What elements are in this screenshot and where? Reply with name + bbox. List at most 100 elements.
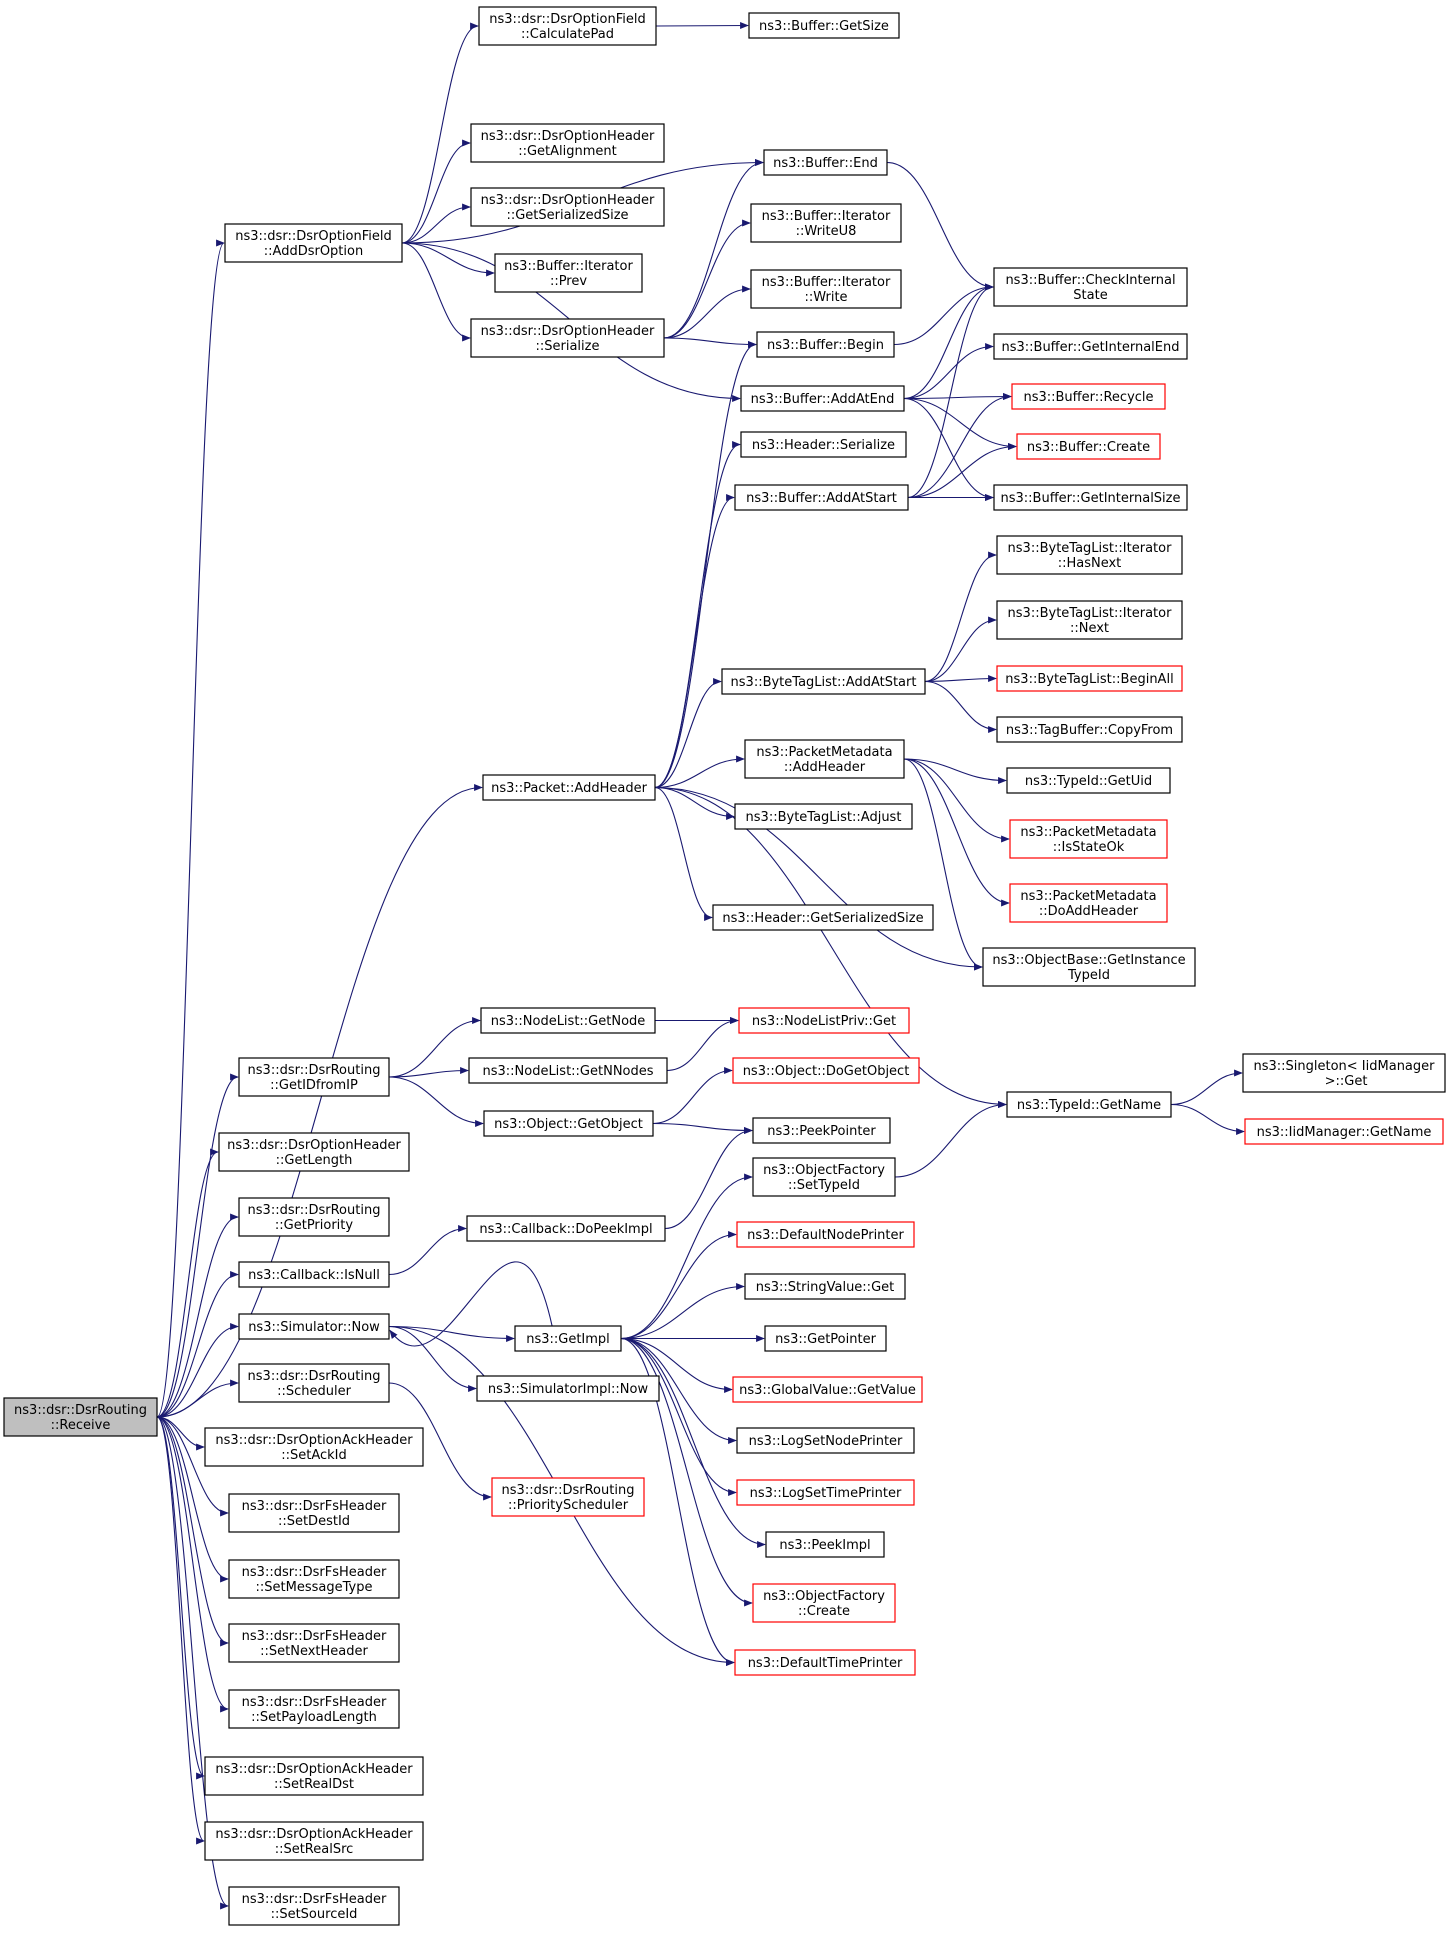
function-node[interactable]: ns3::dsr::DsrFsHeader::SetNextHeader (228, 1623, 400, 1663)
function-node[interactable]: ns3::dsr::DsrFsHeader::SetMessageType (228, 1559, 400, 1599)
function-node[interactable]: ns3::dsr::DsrOptionAckHeader::SetAckId (204, 1427, 424, 1467)
function-node[interactable]: ns3::PacketMetadata::DoAddHeader (1009, 883, 1168, 923)
function-node[interactable]: ns3::StringValue::Get (744, 1273, 906, 1300)
function-node[interactable]: ns3::dsr::DsrFsHeader::SetSourceId (228, 1886, 400, 1926)
function-node[interactable]: ns3::ObjectFactory::Create (752, 1583, 896, 1623)
function-node[interactable]: ns3::Buffer::GetInternalEnd (993, 333, 1188, 360)
function-node-box (763, 149, 888, 176)
function-node-box (228, 1689, 400, 1729)
call-edge (620, 1173, 753, 1340)
function-node[interactable]: ns3::dsr::DsrRouting::GetIDfromIP (238, 1057, 390, 1097)
function-node[interactable]: ns3::PacketMetadata::AddHeader (744, 739, 905, 779)
function-node[interactable]: ns3::Header::Serialize (740, 431, 907, 458)
function-node-box (740, 431, 907, 458)
function-node[interactable]: ns3::dsr::DsrOptionHeader::GetLength (218, 1132, 410, 1172)
function-node[interactable]: ns3::dsr::DsrRouting::Scheduler (238, 1363, 390, 1403)
function-node-label: ns3::dsr::DsrRouting (14, 1403, 147, 1418)
function-node-label: ns3::dsr::DsrOptionHeader (481, 193, 655, 208)
node-layer: ns3::dsr::DsrRouting::Receivens3::dsr::D… (3, 6, 1446, 1926)
function-node[interactable]: ns3::GlobalValue::GetValue (732, 1376, 923, 1403)
function-node[interactable]: ns3::ByteTagList::Iterator::Next (996, 600, 1183, 640)
function-node-label: ::GetIDfromIP (270, 1078, 358, 1093)
function-node-box (734, 803, 913, 830)
function-node[interactable]: ns3::dsr::DsrRouting::PriorityScheduler (491, 1477, 645, 1517)
function-node[interactable]: ns3::Object::GetObject (483, 1110, 654, 1137)
function-node[interactable]: ns3::dsr::DsrFsHeader::SetDestId (228, 1493, 400, 1533)
function-node[interactable]: ns3::dsr::DsrOptionHeader::GetAlignment (470, 123, 665, 163)
function-node[interactable]: ns3::ObjectFactory::SetTypeId (752, 1157, 896, 1197)
function-node[interactable]: ns3::Callback::DoPeekImpl (466, 1215, 666, 1242)
function-node-label: ns3::dsr::DsrRouting (248, 1063, 381, 1078)
function-node-label: ns3::ByteTagList::BeginAll (1005, 672, 1173, 687)
function-node[interactable]: ns3::dsr::DsrOptionField::AddDsrOption (224, 223, 403, 263)
function-node[interactable]: ns3::TagBuffer::CopyFrom (996, 716, 1183, 743)
call-edge (903, 758, 1007, 785)
function-node[interactable]: ns3::LogSetTimePrinter (736, 1479, 915, 1506)
function-node-box (765, 1531, 885, 1558)
function-node[interactable]: ns3::dsr::DsrRouting::Receive (3, 1397, 158, 1437)
function-node[interactable]: ns3::IidManager::GetName (1244, 1118, 1444, 1145)
function-node[interactable]: ns3::NodeList::GetNNodes (468, 1057, 668, 1084)
function-node[interactable]: ns3::Buffer::Iterator::Prev (494, 253, 643, 293)
function-node[interactable]: ns3::DefaultNodePrinter (736, 1221, 915, 1248)
function-node[interactable]: ns3::Buffer::Iterator::Write (750, 269, 902, 309)
function-node[interactable]: ns3::ByteTagList::AddAtStart (721, 668, 926, 695)
function-node-label: ns3::StringValue::Get (756, 1280, 894, 1295)
function-node[interactable]: ns3::NodeList::GetNode (480, 1007, 656, 1034)
call-edge (1170, 1103, 1245, 1136)
function-node[interactable]: ns3::NodeListPriv::Get (738, 1007, 910, 1034)
function-node-label: ns3::Singleton< IidManager (1253, 1059, 1435, 1074)
function-node[interactable]: ns3::Packet::AddHeader (482, 774, 656, 801)
call-edge (654, 755, 745, 789)
function-node[interactable]: ns3::TypeId::GetName (1006, 1091, 1172, 1118)
function-node[interactable]: ns3::Buffer::Recycle (1011, 383, 1166, 410)
function-node[interactable]: ns3::GetPointer (764, 1325, 887, 1352)
function-node[interactable]: ns3::Simulator::Now (238, 1313, 390, 1340)
function-node[interactable]: ns3::dsr::DsrOptionHeader::GetSerialized… (470, 187, 665, 227)
function-node[interactable]: ns3::Buffer::Begin (756, 331, 895, 358)
function-node[interactable]: ns3::dsr::DsrOptionField::CalculatePad (478, 6, 657, 46)
function-node[interactable]: ns3::DefaultTimePrinter (734, 1649, 916, 1676)
function-node[interactable]: ns3::SimulatorImpl::Now (476, 1375, 660, 1402)
function-node[interactable]: ns3::Buffer::Iterator::WriteU8 (750, 203, 902, 243)
function-node[interactable]: ns3::dsr::DsrRouting::GetPriority (238, 1197, 390, 1237)
function-node[interactable]: ns3::GetImpl (514, 1325, 622, 1352)
function-node[interactable]: ns3::Buffer::Create (1016, 433, 1161, 460)
call-edge (894, 1100, 1007, 1178)
function-node[interactable]: ns3::Singleton< IidManager >::Get (1242, 1053, 1446, 1093)
function-node[interactable]: ns3::PeekPointer (752, 1117, 891, 1144)
function-node[interactable]: ns3::Callback::IsNull (238, 1261, 390, 1288)
function-node[interactable]: ns3::PacketMetadata::IsStateOk (1009, 819, 1168, 859)
function-node-box (228, 1886, 400, 1926)
function-node[interactable]: ns3::PeekImpl (765, 1531, 885, 1558)
function-node[interactable]: ns3::Buffer::AddAtEnd (740, 385, 905, 412)
function-node-box (750, 203, 902, 243)
function-node[interactable]: ns3::ByteTagList::Iterator::HasNext (996, 535, 1183, 575)
function-node[interactable]: ns3::dsr::DsrOptionAckHeader::SetRealSrc (204, 1821, 424, 1861)
function-node[interactable]: ns3::Buffer::GetInternalSize (993, 484, 1188, 511)
function-node[interactable]: ns3::dsr::DsrOptionHeader::Serialize (470, 318, 665, 358)
function-node[interactable]: ns3::Buffer::GetSize (748, 12, 900, 39)
function-node[interactable]: ns3::Header::GetSerializedSize (712, 904, 934, 931)
function-node[interactable]: ns3::LogSetNodePrinter (736, 1427, 915, 1454)
function-node-box (204, 1821, 424, 1861)
function-node-label: ::GetLength (276, 1153, 353, 1168)
function-node-box (732, 1376, 923, 1403)
function-node[interactable]: ns3::Object::DoGetObject (732, 1057, 920, 1084)
function-node[interactable]: ns3::dsr::DsrFsHeader::SetPayloadLength (228, 1689, 400, 1729)
call-edge (401, 203, 471, 244)
call-edge (903, 397, 994, 502)
function-node[interactable]: ns3::Buffer::End (763, 149, 888, 176)
function-node[interactable]: ns3::ByteTagList::BeginAll (996, 665, 1183, 692)
function-node-label: ns3::ByteTagList::Adjust (746, 810, 902, 825)
function-node[interactable]: ns3::dsr::DsrOptionAckHeader::SetRealDst (204, 1756, 424, 1796)
function-node-label: ::SetTypeId (788, 1178, 860, 1193)
function-node[interactable]: ns3::Buffer::AddAtStart (734, 484, 909, 511)
function-node[interactable]: ns3::TypeId::GetUid (1006, 767, 1171, 794)
function-node[interactable]: ns3::ByteTagList::Adjust (734, 803, 913, 830)
function-node-label: ns3::dsr::DsrRouting (502, 1483, 635, 1498)
function-node-label: ::CalculatePad (521, 27, 614, 42)
